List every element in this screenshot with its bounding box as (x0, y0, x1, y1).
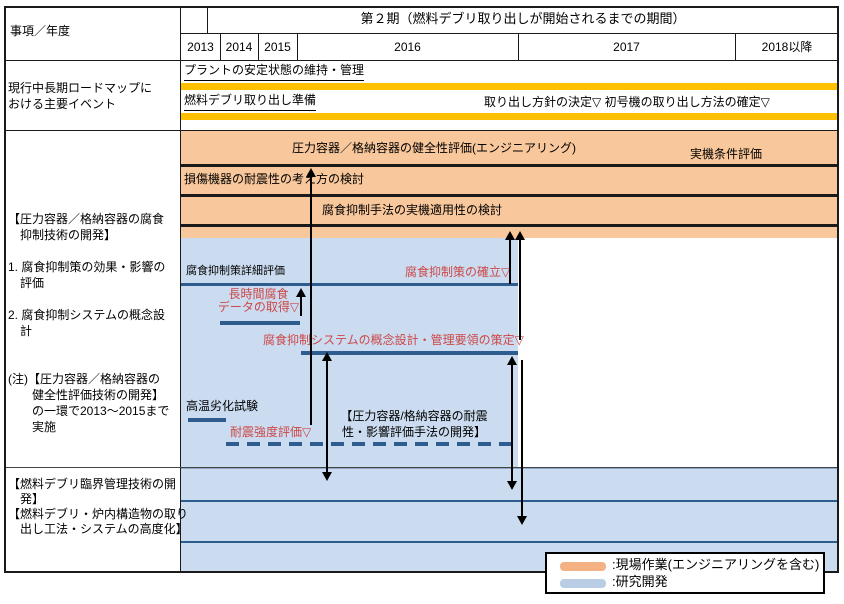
year-divider-2014 (258, 33, 259, 60)
legend-rnd-label: :研究開発 (612, 574, 668, 589)
year-2015: 2015 (264, 40, 291, 54)
plant-stability-label: プラントの安定状態の維持・管理 (184, 63, 365, 81)
design-to-orange-arrow (519, 239, 521, 340)
design-to-band-arrowhead-down-icon (322, 472, 332, 481)
year-divider-2015 (297, 33, 298, 60)
year-divider-2013 (220, 33, 221, 60)
design-to-band-arrowhead-up-icon (322, 352, 332, 361)
establish-to-orange-arrowhead-icon (505, 231, 515, 240)
system-design-bar (301, 351, 518, 355)
criticality-link-arrowhead-down-icon (507, 481, 517, 490)
longterm-up-arrowhead-icon (296, 288, 306, 297)
longterm-data-label: 長時間腐食 データの取得▽ (217, 287, 300, 314)
applicability-label: 腐食抑制手法の実機適用性の検討 (322, 203, 503, 217)
establish-milestone: 腐食抑制策の確立▽ (405, 265, 511, 279)
legend-orange-swatch (560, 562, 606, 571)
legend-field-work-label: :現場作業(エンジニアリングを含む) (612, 557, 820, 572)
column-divider-line (180, 6, 181, 573)
corrosion-section-label: 【圧力容器／格納容器の腐食 抑制技術の開発】 1. 腐食抑制策の効果・影響の 評… (8, 212, 170, 434)
header-subcell-line (207, 6, 208, 33)
longterm-up-arrow (300, 295, 302, 316)
establish-to-orange-arrow (509, 239, 511, 284)
band-divider-2 (181, 541, 839, 543)
milestones-label: 取り出し方針の決定▽ 初号機の取り出し方法の確定▽ (484, 95, 770, 109)
row-line-bottom-top (4, 467, 839, 468)
seismic-feedback-arrow (310, 176, 312, 425)
orange-region (181, 131, 839, 238)
year-divider-2017 (735, 33, 736, 60)
phase-title: 第２期（燃料デブリ取り出しが開始されるまでの期間） (360, 11, 686, 26)
debris-prep-underline: 燃料デブリ取り出し準備 (184, 93, 317, 111)
criticality-link-arrowhead-up-icon (507, 356, 517, 365)
actual-condition-label: 実機条件評価 (690, 147, 763, 161)
system-design-milestone: 腐食抑制システムの概念設計・管理要領の策定▽ (263, 333, 524, 347)
seismic-feedback-arrowhead-icon (306, 168, 316, 177)
detail-eval-bar (181, 283, 518, 286)
legend-blue-swatch (560, 579, 606, 588)
header-year-divider (181, 33, 839, 34)
row-line-events-top (4, 60, 839, 61)
yellow-bar-plant-stability (181, 83, 839, 90)
design-to-orange-arrowhead-icon (515, 231, 525, 240)
detail-eval-label: 腐食抑制策詳細評価 (186, 265, 285, 277)
criticality-link-arrow (511, 364, 513, 482)
row-line-main-top (4, 130, 839, 131)
bottom-section-label: 【燃料デブリ臨界管理技術の開 発】 【燃料デブリ・炉内構造物の取り 出し工法・シ… (8, 477, 189, 536)
year-2014: 2014 (225, 40, 253, 54)
year-2017: 2017 (613, 40, 640, 54)
seismic-dev-dashed-bar (226, 442, 520, 446)
plant-stability-underline: プラントの安定状態の維持・管理 (184, 63, 365, 81)
band-top-line (181, 468, 839, 469)
year-2018plus: 2018以降 (761, 40, 813, 54)
debris-prep-label: 燃料デブリ取り出し準備 (184, 93, 317, 111)
longterm-data-bar (220, 321, 300, 325)
high-temp-bar (188, 418, 226, 422)
orange-separator-1 (181, 164, 839, 167)
design-to-band-arrow (326, 359, 328, 473)
retrieval-link-arrowhead-down-icon (517, 516, 527, 525)
orange-separator-2 (181, 194, 839, 197)
damaged-seismic-label: 損傷機器の耐震性の考え方の検討 (184, 172, 365, 186)
high-temp-label: 高温劣化試験 (186, 399, 259, 413)
band-divider-1 (181, 500, 839, 502)
year-2013: 2013 (187, 40, 214, 54)
retrieval-link-arrow (521, 360, 523, 517)
orange-separator-3 (181, 224, 839, 227)
seismic-dev-label: 【圧力容器/格納容器の耐震 性・影響評価手法の開発】 (340, 409, 488, 439)
yellow-bar-debris-prep (181, 113, 839, 120)
integrity-eval-label: 圧力容器／格納容器の健全性評価(エンジニアリング) (292, 141, 576, 155)
row-header-label: 事項／年度 (10, 24, 71, 38)
seismic-strength-milestone: 耐震強度評価▽ (230, 425, 312, 439)
events-row-label: 現行中長期ロードマップに おける主要イベント (8, 81, 153, 111)
year-2016: 2016 (394, 40, 421, 54)
year-divider-2016 (518, 33, 519, 60)
